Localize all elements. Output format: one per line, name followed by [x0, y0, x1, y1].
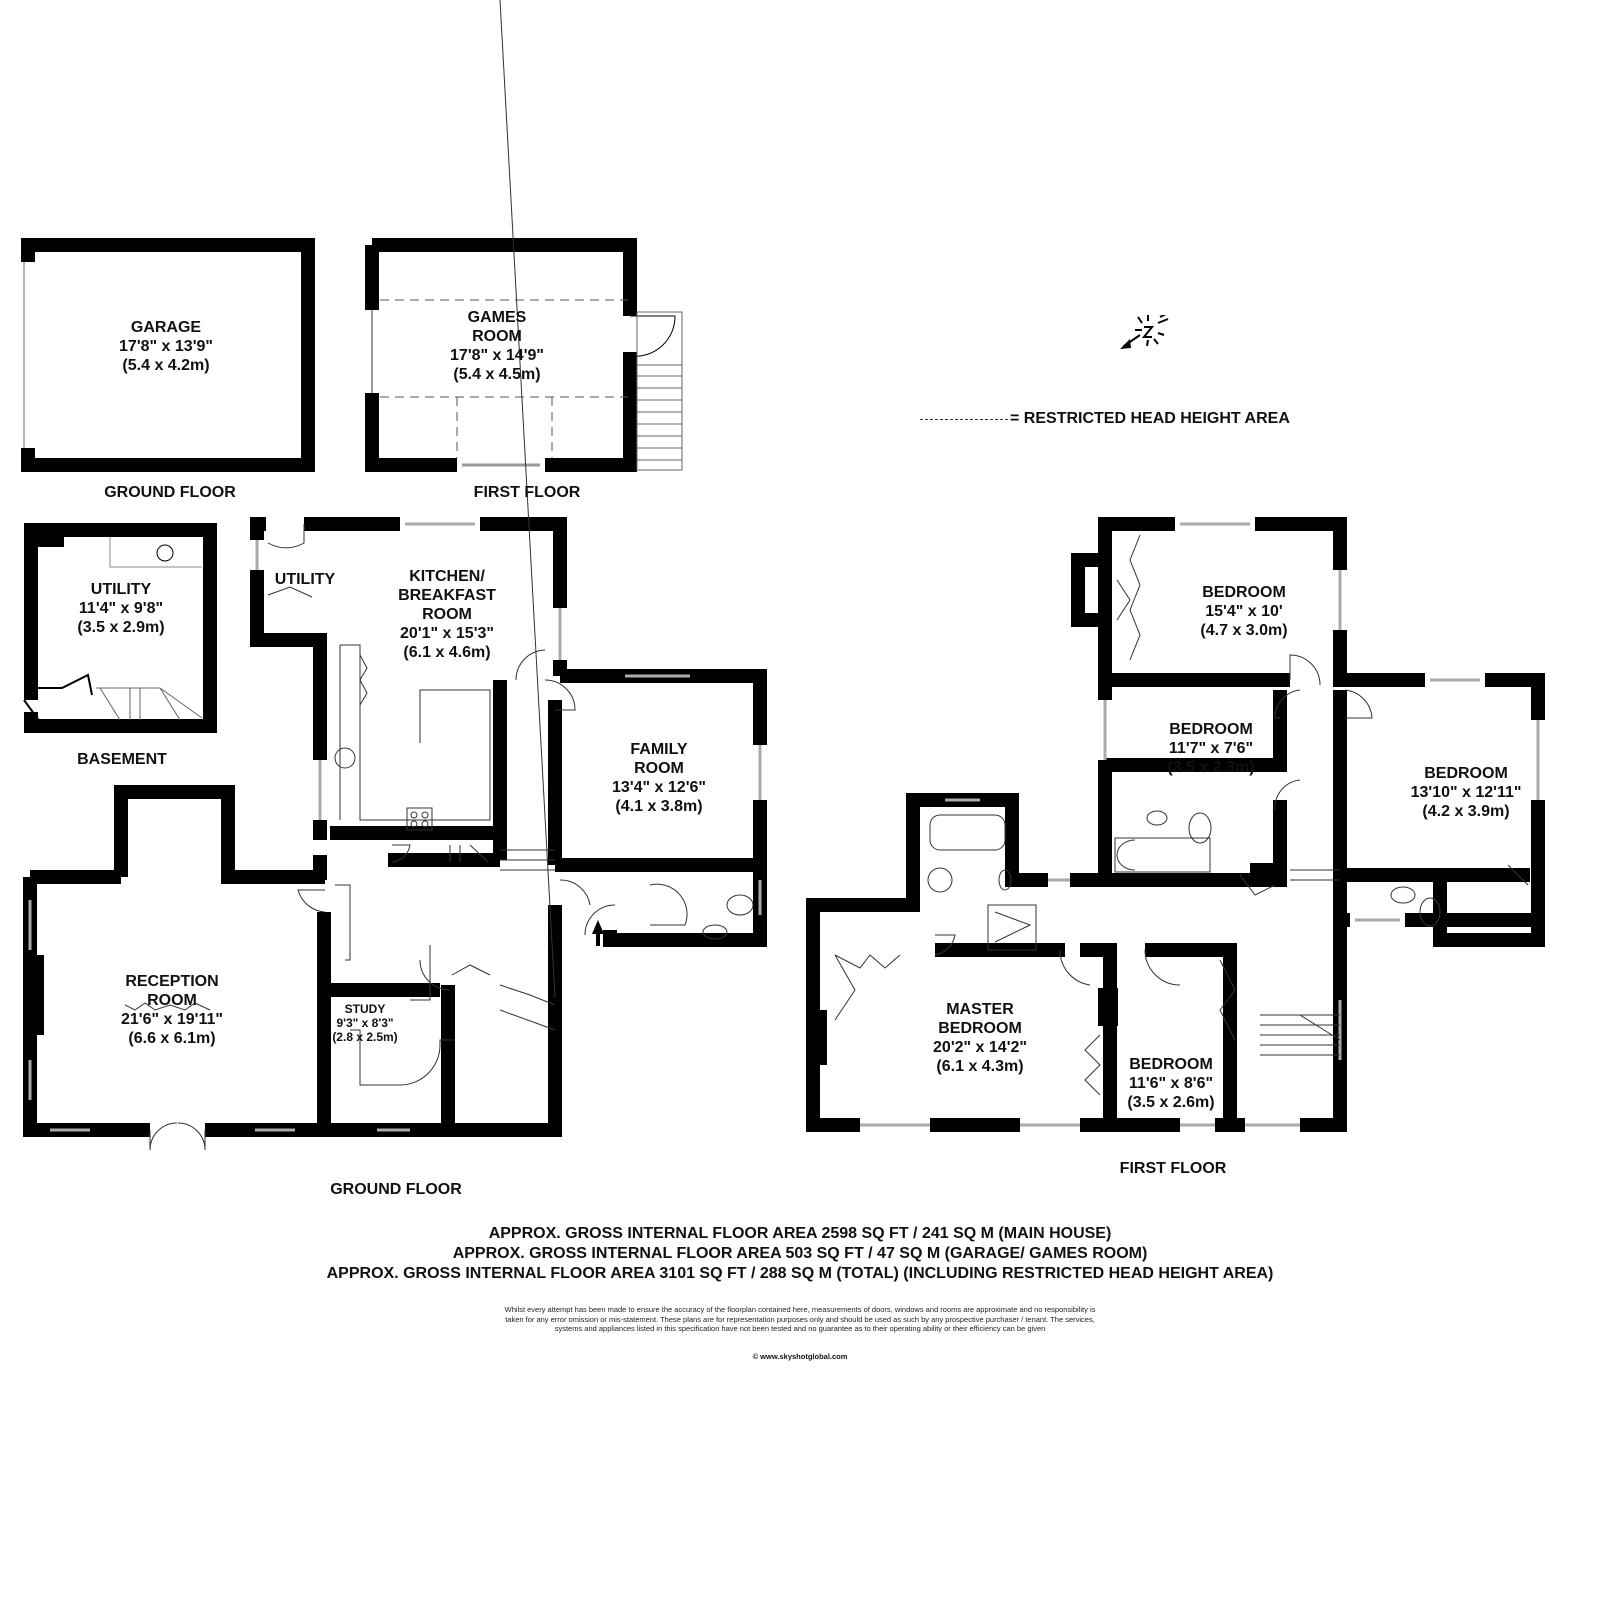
room-dims-metric: (5.4 x 4.2m)	[122, 357, 210, 374]
entrance-arrow-icon	[592, 920, 604, 946]
room-dims-imperial: 11'7" x 7'6"	[1168, 740, 1254, 757]
room-label-study: STUDY 9'3" x 8'3" (2.8 x 2.5m)	[332, 1002, 397, 1044]
room-label-bedroom-2: BEDROOM 11'7" x 7'6" (3.5 x 2.3m)	[1167, 720, 1254, 777]
room-dims-imperial: 21'6" x 19'11"	[121, 1011, 223, 1028]
room-dims-imperial: 17'8" x 14'9"	[450, 347, 544, 364]
floor-area-summary: APPROX. GROSS INTERNAL FLOOR AREA 2598 S…	[0, 1224, 1600, 1284]
room-dims-metric: (6.6 x 6.1m)	[128, 1030, 216, 1047]
room-dims-metric: (6.1 x 4.3m)	[936, 1058, 1024, 1075]
garage-walls	[21, 238, 315, 472]
dashed-line-icon	[920, 418, 1008, 420]
room-name: UTILITY	[274, 571, 336, 588]
area-main-house: APPROX. GROSS INTERNAL FLOOR AREA 2598 S…	[488, 1225, 1112, 1242]
floor-label-outbuilding-first: FIRST FLOOR	[473, 484, 581, 501]
room-dims-metric: (3.5 x 2.3m)	[1167, 759, 1255, 776]
room-dims-imperial: 11'6" x 8'6"	[1128, 1075, 1214, 1092]
legend-restricted-head-height: = RESTRICTED HEAD HEIGHT AREA	[920, 410, 1290, 428]
room-label-basement-utility: UTILITY 11'4" x 9'8" (3.5 x 2.9m)	[77, 580, 164, 637]
room-name: BEDROOM	[1129, 1056, 1213, 1073]
room-name: RECEPTION	[125, 973, 219, 990]
room-dims-metric: (3.5 x 2.6m)	[1127, 1094, 1215, 1111]
floor-label-ground: GROUND FLOOR	[330, 1181, 462, 1198]
room-label-bedroom-1: BEDROOM 15'4" x 10' (4.7 x 3.0m)	[1200, 583, 1287, 640]
basement-walls	[23, 523, 217, 733]
chimney-breast	[813, 1010, 827, 1065]
room-label-games-room: GAMES ROOM 17'8" x 14'9" (5.4 x 4.5m)	[450, 308, 544, 384]
room-name: FAMILY	[630, 741, 688, 758]
room-dims-metric: (3.5 x 2.9m)	[77, 619, 165, 636]
room-dims-imperial: 9'3" x 8'3"	[336, 1016, 394, 1030]
fireplace	[30, 955, 44, 1035]
room-name: ROOM	[634, 760, 684, 777]
disclaimer-text: Whilst every attempt has been made to en…	[504, 1305, 1096, 1333]
room-label-kitchen: KITCHEN/ BREAKFAST ROOM 20'1" x 15'3" (6…	[398, 567, 496, 662]
area-garage-games: APPROX. GROSS INTERNAL FLOOR AREA 503 SQ…	[452, 1245, 1148, 1262]
legend-text: = RESTRICTED HEAD HEIGHT AREA	[1010, 410, 1290, 427]
room-dims-metric: (4.2 x 3.9m)	[1422, 803, 1510, 820]
room-label-master-bedroom: MASTER BEDROOM 20'2" x 14'2" (6.1 x 4.3m…	[933, 1000, 1027, 1076]
room-name: MASTER	[946, 1001, 1014, 1018]
first-floor-windows	[860, 522, 1540, 1127]
room-dims-imperial: 13'4" x 12'6"	[612, 779, 706, 796]
room-name: STUDY	[344, 1002, 386, 1016]
room-label-utility: UTILITY	[275, 570, 335, 589]
first-floor-walls	[806, 517, 1545, 1132]
room-name: ROOM	[147, 992, 197, 1009]
room-dims-imperial: 15'4" x 10'	[1205, 603, 1283, 620]
room-name: ROOM	[422, 606, 472, 623]
chimney-breast	[1098, 988, 1118, 1026]
room-dims-imperial: 11'4" x 9'8"	[78, 600, 164, 617]
room-dims-metric: (4.7 x 3.0m)	[1200, 622, 1288, 639]
room-dims-metric: (2.8 x 2.5m)	[332, 1030, 398, 1044]
room-name: GARAGE	[130, 319, 202, 336]
north-arrow-icon	[1120, 315, 1169, 349]
area-total: APPROX. GROSS INTERNAL FLOOR AREA 3101 S…	[326, 1265, 1274, 1282]
room-label-bedroom-3: BEDROOM 13'10" x 12'11" (4.2 x 3.9m)	[1411, 764, 1522, 821]
room-dims-metric: (4.1 x 3.8m)	[615, 798, 703, 815]
room-name: ROOM	[472, 328, 522, 345]
room-name: BREAKFAST	[398, 587, 496, 604]
room-name: BEDROOM	[1202, 584, 1286, 601]
ground-floor-walls	[23, 517, 767, 1137]
ground-floor-windows	[28, 522, 762, 1132]
room-name: BEDROOM	[1424, 765, 1508, 782]
room-name: BEDROOM	[938, 1020, 1022, 1037]
room-dims-imperial: 20'1" x 15'3"	[400, 625, 494, 642]
floor-label-basement: BASEMENT	[77, 751, 167, 768]
room-label-garage: GARAGE 17'8" x 13'9" (5.4 x 4.2m)	[119, 318, 213, 375]
room-dims-imperial: 20'2" x 14'2"	[933, 1039, 1027, 1056]
floor-label-first: FIRST FLOOR	[1119, 1160, 1227, 1177]
room-name: BEDROOM	[1169, 721, 1253, 738]
room-name: UTILITY	[90, 581, 152, 598]
room-name: KITCHEN/	[409, 568, 485, 585]
room-dims-metric: (5.4 x 4.5m)	[453, 366, 541, 383]
games-room-walls	[365, 238, 683, 472]
room-label-reception-room: RECEPTION ROOM 21'6" x 19'11" (6.6 x 6.1…	[121, 972, 223, 1048]
room-dims-metric: (6.1 x 4.6m)	[403, 644, 491, 661]
room-dims-imperial: 17'8" x 13'9"	[119, 338, 213, 355]
room-label-bedroom-4: BEDROOM 11'6" x 8'6" (3.5 x 2.6m)	[1127, 1055, 1214, 1112]
room-dims-imperial: 13'10" x 12'11"	[1410, 784, 1522, 801]
floor-label-outbuilding-ground: GROUND FLOOR	[104, 484, 236, 501]
room-name: GAMES	[467, 309, 527, 326]
copyright-text: © www.skyshotglobal.com	[752, 1352, 848, 1361]
room-label-family-room: FAMILY ROOM 13'4" x 12'6" (4.1 x 3.8m)	[612, 740, 706, 816]
